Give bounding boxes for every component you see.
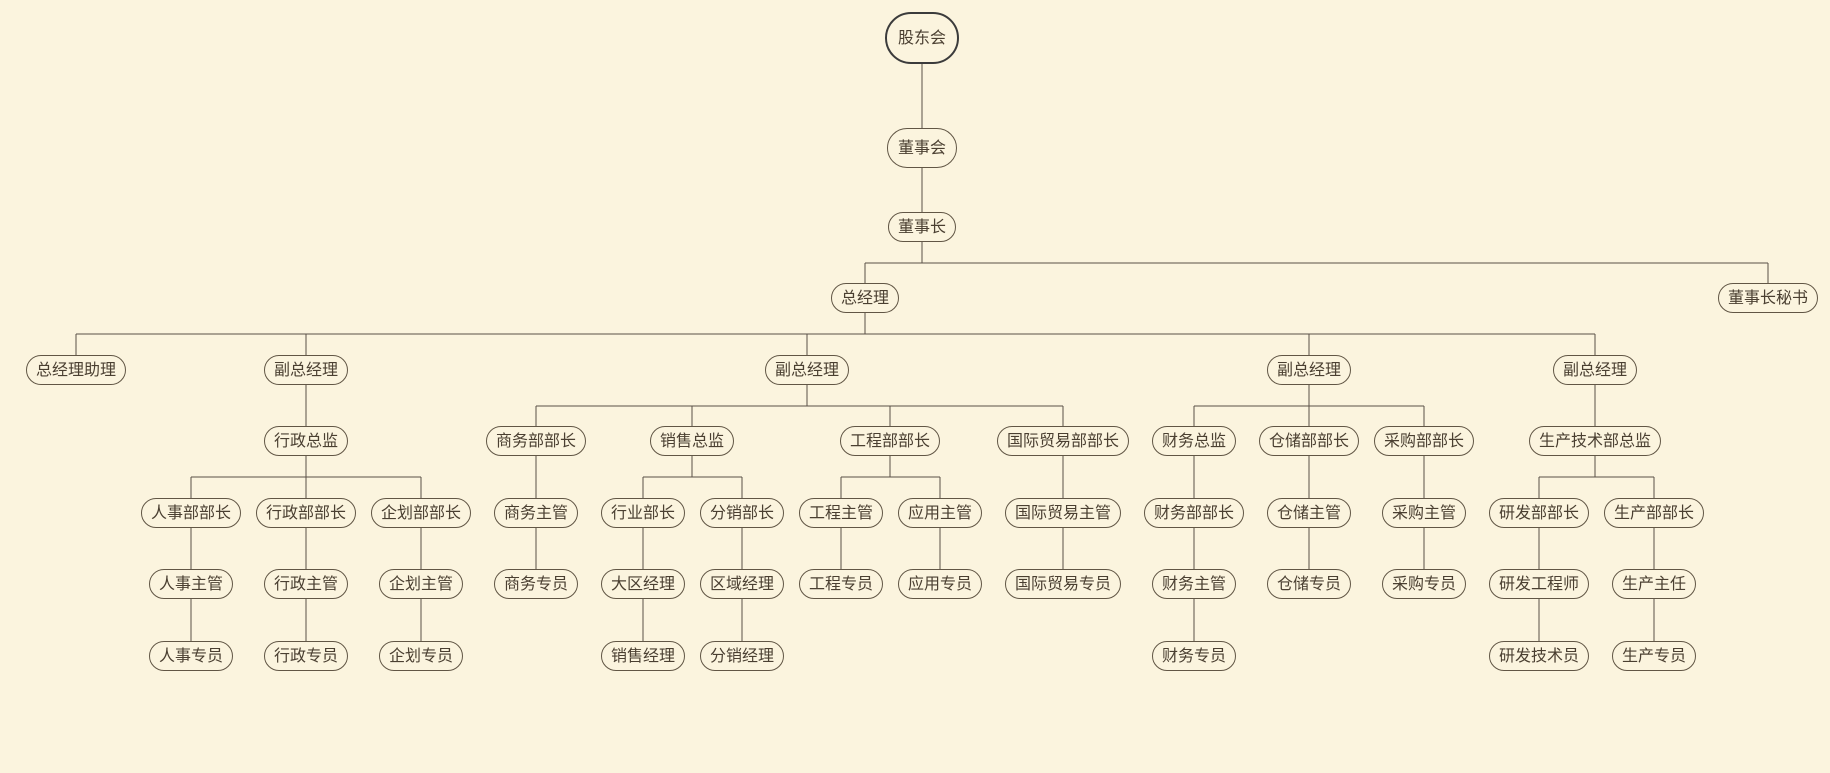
node-n1[interactable]: 董事会 (886, 128, 958, 168)
node-n43[interactable]: 财务专员 (1151, 641, 1237, 671)
node-n33[interactable]: 应用主管 (897, 498, 983, 528)
node-n51[interactable]: 研发工程师 (1488, 569, 1590, 599)
node-n3[interactable]: 总经理 (830, 283, 900, 313)
node-n47[interactable]: 采购专员 (1381, 569, 1467, 599)
node-n12[interactable]: 行政部部长 (255, 498, 357, 528)
node-n41[interactable]: 财务部部长 (1143, 498, 1245, 528)
node-n4[interactable]: 董事长秘书 (1717, 283, 1819, 313)
node-n49[interactable]: 研发部部长 (1488, 498, 1590, 528)
node-n22[interactable]: 工程部部长 (839, 426, 941, 456)
node-n26[interactable]: 行业部长 (600, 498, 686, 528)
node-n14[interactable]: 人事主管 (148, 569, 234, 599)
node-n52[interactable]: 研发技术员 (1488, 641, 1590, 671)
node-n23[interactable]: 国际贸易部部长 (996, 426, 1130, 456)
node-n40[interactable]: 采购部部长 (1373, 426, 1475, 456)
node-n39[interactable]: 仓储部部长 (1258, 426, 1360, 456)
node-n7[interactable]: 副总经理 (764, 355, 850, 385)
node-n53[interactable]: 生产主任 (1611, 569, 1697, 599)
node-n48[interactable]: 生产技术部总监 (1528, 426, 1662, 456)
node-n28[interactable]: 大区经理 (600, 569, 686, 599)
node-n25[interactable]: 商务专员 (493, 569, 579, 599)
node-n31[interactable]: 分销经理 (699, 641, 785, 671)
node-n15[interactable]: 行政主管 (263, 569, 349, 599)
node-n30[interactable]: 销售经理 (600, 641, 686, 671)
node-n20[interactable]: 商务部部长 (485, 426, 587, 456)
node-n36[interactable]: 国际贸易主管 (1004, 498, 1122, 528)
node-n0[interactable]: 股东会 (884, 12, 960, 64)
node-n45[interactable]: 仓储专员 (1266, 569, 1352, 599)
node-n35[interactable]: 应用专员 (897, 569, 983, 599)
node-n38[interactable]: 财务总监 (1151, 426, 1237, 456)
node-n34[interactable]: 工程专员 (798, 569, 884, 599)
node-n6[interactable]: 副总经理 (263, 355, 349, 385)
node-n19[interactable]: 企划专员 (378, 641, 464, 671)
node-n2[interactable]: 董事长 (887, 212, 957, 242)
node-n9[interactable]: 副总经理 (1552, 355, 1638, 385)
node-n50[interactable]: 生产部部长 (1603, 498, 1705, 528)
node-n32[interactable]: 工程主管 (798, 498, 884, 528)
node-n11[interactable]: 人事部部长 (140, 498, 242, 528)
node-n21[interactable]: 销售总监 (649, 426, 735, 456)
node-n24[interactable]: 商务主管 (493, 498, 579, 528)
node-n44[interactable]: 仓储主管 (1266, 498, 1352, 528)
node-n54[interactable]: 生产专员 (1611, 641, 1697, 671)
node-n37[interactable]: 国际贸易专员 (1004, 569, 1122, 599)
node-n16[interactable]: 企划主管 (378, 569, 464, 599)
node-n13[interactable]: 企划部部长 (370, 498, 472, 528)
node-n29[interactable]: 区域经理 (699, 569, 785, 599)
node-n17[interactable]: 人事专员 (148, 641, 234, 671)
node-n8[interactable]: 副总经理 (1266, 355, 1352, 385)
node-n46[interactable]: 采购主管 (1381, 498, 1467, 528)
node-n27[interactable]: 分销部长 (699, 498, 785, 528)
node-n42[interactable]: 财务主管 (1151, 569, 1237, 599)
node-n10[interactable]: 行政总监 (263, 426, 349, 456)
node-n18[interactable]: 行政专员 (263, 641, 349, 671)
node-n5[interactable]: 总经理助理 (25, 355, 127, 385)
